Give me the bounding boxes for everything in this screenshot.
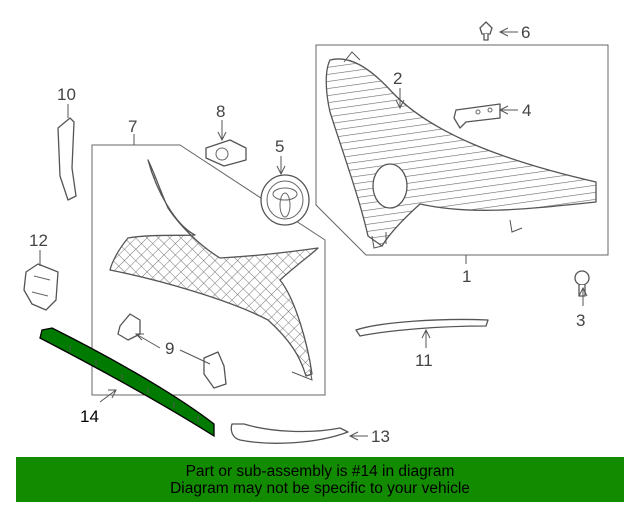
callout-2: 2: [393, 69, 402, 88]
callout-4: 4: [522, 101, 531, 120]
callout-12: 12: [29, 231, 48, 250]
clip-part-9a: [117, 313, 141, 341]
bracket-part-4: [453, 103, 501, 129]
clip-part-6: [479, 21, 493, 41]
side-trim-part-10: [57, 117, 77, 201]
callout-11: 11: [415, 351, 433, 370]
lower-molding-part-14: [39, 327, 215, 438]
lower-trim-part-13: [230, 423, 349, 444]
trim-strip-part-11: [355, 318, 489, 337]
callout-7: 7: [128, 117, 137, 136]
callout-9: 9: [165, 339, 174, 358]
info-banner-bg: [16, 457, 624, 502]
emblem-part-5: [260, 174, 310, 226]
info-banner: Part or sub-assembly is #14 in diagram D…: [16, 457, 624, 502]
leader-lines: [39, 27, 588, 441]
callout-6: 6: [521, 23, 530, 42]
banner-line-1: Part or sub-assembly is #14 in diagram: [185, 462, 455, 480]
callout-13: 13: [371, 427, 390, 446]
assembly-1-frame: [315, 44, 609, 256]
sensor-bracket-part-8: [205, 139, 247, 167]
banner-line-2: Diagram may not be specific to your vehi…: [170, 479, 470, 497]
callout-8: 8: [216, 102, 225, 121]
side-bracket-part-12: [23, 263, 59, 311]
upper-grille-part-2: [325, 51, 597, 249]
clip-part-3: [574, 270, 590, 297]
callout-3: 3: [576, 311, 585, 330]
callout-1: 1: [462, 267, 471, 286]
callout-5: 5: [275, 137, 284, 156]
lower-grille-part-7: [109, 159, 319, 381]
callout-10: 10: [57, 85, 76, 104]
callout-14: 14: [80, 407, 99, 426]
clip-part-9b: [203, 351, 227, 389]
